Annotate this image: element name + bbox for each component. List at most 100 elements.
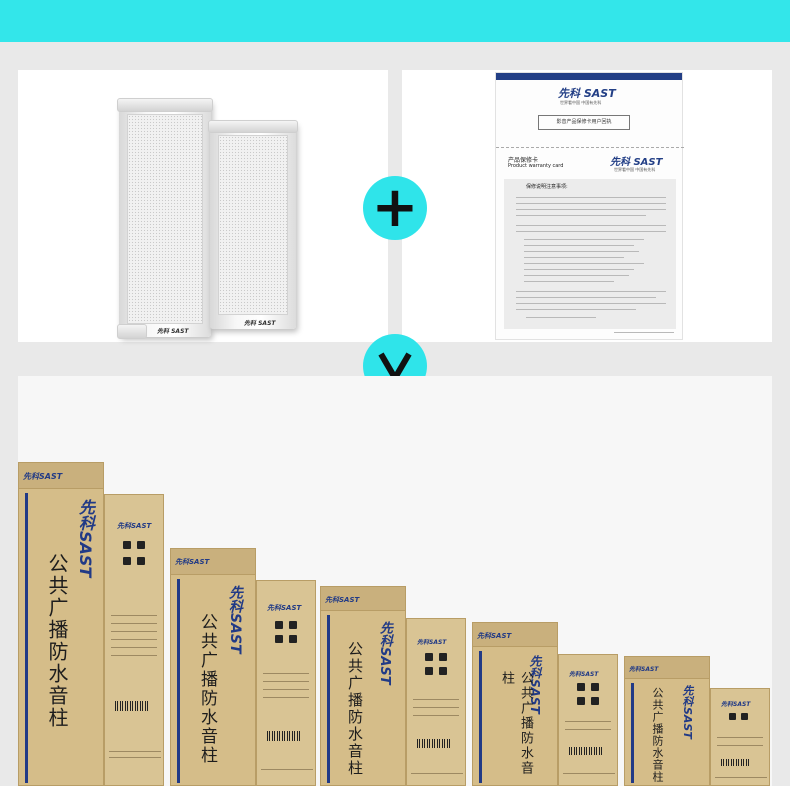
box-brand-vertical: 先科SAST — [375, 621, 394, 685]
spec-line — [413, 699, 459, 700]
package-icon — [123, 557, 131, 565]
package-icon — [275, 621, 283, 629]
card-brand-en: SAST — [583, 87, 616, 100]
box-brand-cn: 先科 — [227, 585, 243, 613]
text-line — [516, 297, 656, 298]
box-tall-front: 先科SAST 先科SAST 公共广播防水音柱 — [18, 462, 104, 786]
box-side-brand: 先科SAST — [721, 699, 750, 708]
box-side-brand: 先科SAST — [417, 637, 446, 646]
text-line — [524, 251, 639, 252]
speaker-logo-cn: 先科 — [244, 320, 257, 327]
text-line — [524, 275, 629, 276]
spec-line — [715, 777, 767, 778]
box-brand-en: SAST — [131, 522, 152, 530]
box-brand-en: SAST — [491, 632, 512, 640]
text-line — [524, 239, 644, 240]
spec-line — [261, 769, 313, 770]
box-tall-front: 先科SAST 先科SAST 公共广播防水音柱 — [624, 656, 710, 786]
product-name-vertical: 公共广播防水音柱 — [651, 687, 664, 783]
box-blue-strip — [177, 579, 180, 783]
box-brand-cn: 先科 — [417, 639, 430, 646]
top-banner — [0, 0, 790, 42]
box-brand-en: SAST — [528, 679, 542, 714]
box-brand-cn: 先科 — [325, 596, 339, 604]
speaker-logo: 先科 SAST — [244, 318, 276, 327]
box-brand-en: SAST — [641, 666, 659, 673]
text-line — [524, 269, 634, 270]
box-tall-side: 先科SAST — [710, 688, 770, 786]
box-brand-en: SAST — [681, 707, 694, 739]
box-brand-top: 先科SAST — [477, 631, 511, 641]
box-side-brand: 先科SAST — [267, 603, 301, 613]
speaker-grille — [218, 135, 288, 315]
box-brand-en: SAST — [39, 472, 63, 481]
footer-line — [614, 332, 674, 333]
package-icon — [439, 653, 447, 661]
spec-line — [717, 745, 763, 746]
box-brand-cn: 先科 — [629, 666, 642, 673]
package-icon — [425, 653, 433, 661]
product-name-vertical: 公共广播防水音柱 — [346, 641, 364, 777]
spec-line — [111, 639, 157, 640]
card-tagline-2: 世界看中国 中国有先科 — [614, 167, 656, 172]
text-line — [516, 231, 666, 232]
spec-line — [111, 631, 157, 632]
speaker-logo-en: SAST — [171, 328, 189, 335]
box-side-brand: 先科SAST — [569, 669, 598, 678]
notice-area: 保修说明注意事项: — [504, 179, 676, 329]
notice-title: 保修说明注意事项: — [526, 184, 568, 190]
box-brand-vertical: 先科SAST — [527, 655, 544, 714]
dash-divider — [496, 147, 684, 148]
plus-icon: + — [363, 176, 427, 240]
package-icon — [741, 713, 748, 720]
box-tall-front: 先科SAST 先科SAST 公共广播防水音柱 — [170, 548, 256, 786]
text-line — [516, 203, 666, 204]
speaker-top-cap — [208, 120, 298, 133]
package-icon — [137, 557, 145, 565]
speaker-logo-en: SAST — [258, 320, 276, 327]
package-icon — [275, 635, 283, 643]
box-brand-cn: 先科 — [477, 632, 491, 640]
spec-line — [413, 715, 459, 716]
text-line — [516, 209, 666, 210]
box-flap — [473, 623, 557, 647]
product-name-vertical: 公共广播防水音柱 — [499, 671, 533, 776]
package-icon — [425, 667, 433, 675]
spec-line — [111, 647, 157, 648]
spec-line — [109, 751, 161, 752]
card-title-en: Product warranty card — [508, 163, 564, 169]
spec-line — [111, 615, 157, 616]
package-icon — [123, 541, 131, 549]
box-flap — [625, 657, 709, 679]
text-line — [524, 281, 614, 282]
text-line — [524, 263, 644, 264]
box-brand-en: SAST — [189, 558, 210, 566]
box-brand-en: SAST — [733, 701, 751, 708]
package-icon — [729, 713, 736, 720]
box-brand-top: 先科SAST — [325, 595, 359, 605]
spec-line — [717, 737, 763, 738]
barcode — [721, 759, 751, 766]
spec-line — [109, 757, 161, 758]
speaker-top-cap — [117, 98, 213, 112]
text-line — [526, 317, 596, 318]
card-brand-en-2: SAST — [633, 157, 663, 168]
box-tall-side: 先科SAST — [104, 494, 164, 786]
speaker-bottom-cap — [117, 324, 147, 339]
box-brand-cn: 先科 — [117, 522, 131, 530]
package-icon — [591, 697, 599, 705]
box-brand-en: SAST — [281, 604, 302, 612]
card-top-bar — [496, 73, 682, 80]
card-tagline: 世界看中国 中国有先科 — [560, 100, 602, 105]
box-brand-en: SAST — [581, 671, 599, 678]
box-tall-side: 先科SAST — [256, 580, 316, 786]
box-tall-front: 先科SAST 先科SAST 公共广播防水音柱 — [320, 586, 406, 786]
spec-line — [563, 773, 615, 774]
text-line — [524, 257, 624, 258]
box-brand-cn: 先科 — [721, 701, 734, 708]
barcode — [569, 747, 603, 755]
box-brand-cn: 先科 — [76, 499, 95, 531]
box-brand-cn: 先科 — [569, 671, 582, 678]
box-brand-en: SAST — [227, 613, 243, 654]
spec-line — [263, 673, 309, 674]
